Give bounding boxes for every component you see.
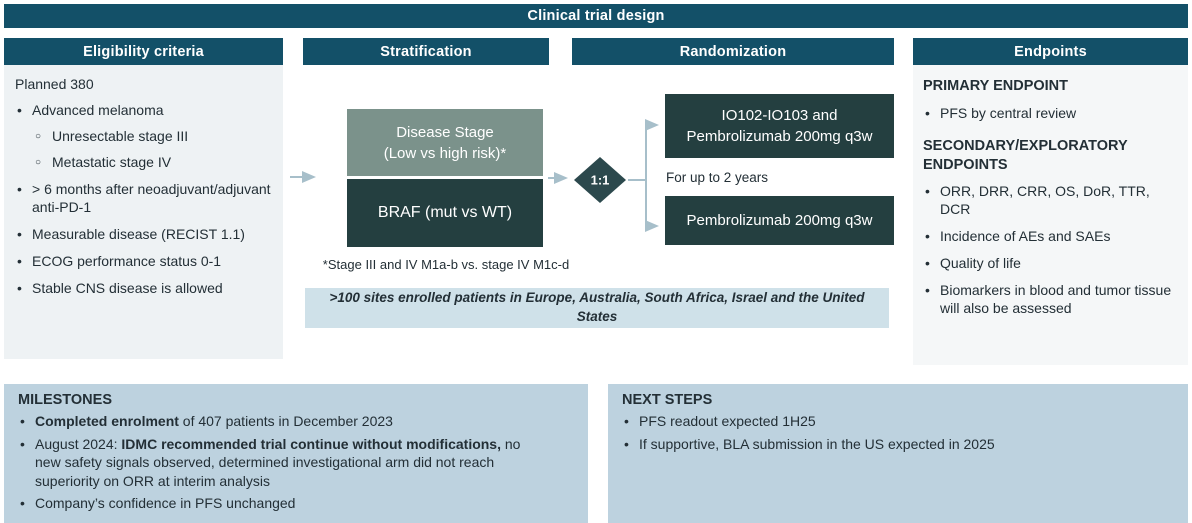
randomization-diamond-icon xyxy=(574,157,626,203)
next-step-item: PFS readout expected 1H25 xyxy=(622,412,1174,431)
eligibility-item-text: Unresectable stage III xyxy=(52,128,189,145)
disease-stage-line2: (Low vs high risk)* xyxy=(383,144,507,162)
eligibility-item: Advanced melanoma xyxy=(15,102,273,120)
eligibility-header-label: Eligibility criteria xyxy=(83,43,204,60)
next-step-item: If supportive, BLA submission in the US … xyxy=(622,435,1174,454)
primary-endpoint-title: PRIMARY ENDPOINT xyxy=(923,78,1069,94)
eligibility-subitem: Unresectable stage III xyxy=(34,128,273,146)
slide-title-bar: Clinical trial design xyxy=(4,4,1188,28)
endpoints-header: Endpoints xyxy=(913,38,1188,65)
endpoint-item-text: ORR, DRR, CRR, OS, DoR, TTR, DCR xyxy=(940,183,1150,218)
endpoints-panel: PRIMARY ENDPOINT PFS by central review S… xyxy=(913,65,1188,365)
milestone-text: August 2024: xyxy=(35,435,122,452)
arm2-line1: Pembrolizumab 200mg q3w xyxy=(686,212,873,229)
endpoint-item-text: PFS by central review xyxy=(940,104,1077,121)
milestone-text: Company’s confidence in PFS unchanged xyxy=(35,495,296,512)
arm1-line1: IO102-IO103 and xyxy=(721,107,838,124)
next-step-text: PFS readout expected 1H25 xyxy=(639,413,816,429)
milestone-item: Company’s confidence in PFS unchanged xyxy=(18,494,530,513)
endpoint-item: Biomarkers in blood and tumor tissue wil… xyxy=(923,282,1180,318)
braf-label: BRAF (mut vs WT) xyxy=(377,203,513,221)
arm1-line2: Pembrolizumab 200mg q3w xyxy=(686,128,873,145)
enrollment-sites-note: >100 sites enrolled patients in Europe, … xyxy=(305,288,889,328)
endpoint-item-text: Incidence of AEs and SAEs xyxy=(940,228,1111,245)
endpoints-header-label: Endpoints xyxy=(1014,43,1087,60)
stratification-footnote: *Stage III and IV M1a-b vs. stage IV M1c… xyxy=(322,257,570,272)
milestone-text: no new safety signals observed, determin… xyxy=(35,435,521,489)
stratification-box-disease-stage: Disease Stage (Low vs high risk)* xyxy=(347,109,543,176)
stratification-box-braf: BRAF (mut vs WT) xyxy=(347,179,543,247)
next-steps-title: NEXT STEPS xyxy=(622,392,713,408)
endpoint-item: Incidence of AEs and SAEs xyxy=(923,228,1180,246)
treatment-arm-investigational: IO102-IO103 and Pembrolizumab 200mg q3w xyxy=(665,94,894,158)
endpoint-item-text: Quality of life xyxy=(940,255,1021,272)
next-steps-panel: NEXT STEPS PFS readout expected 1H25 If … xyxy=(608,384,1188,523)
endpoint-item-text: Biomarkers in blood and tumor tissue wil… xyxy=(940,282,1172,316)
secondary-endpoints-title: SECONDARY/EXPLORATORY ENDPOINTS xyxy=(923,137,1128,173)
milestone-text: of 407 patients in December 2023 xyxy=(178,413,393,429)
eligibility-item: > 6 months after neoadjuvant/adjuvant an… xyxy=(15,181,273,217)
planned-enrollment-count: Planned 380 xyxy=(15,76,94,92)
randomization-header: Randomization xyxy=(572,38,894,65)
secondary-endpoint-list: ORR, DRR, CRR, OS, DoR, TTR, DCR Inciden… xyxy=(923,183,1180,317)
eligibility-item-text: Stable CNS disease is allowed xyxy=(32,279,223,296)
eligibility-list: Advanced melanoma Unresectable stage III… xyxy=(15,102,273,297)
endpoint-item: PFS by central review xyxy=(923,105,1180,123)
eligibility-item: Measurable disease (RECIST 1.1) xyxy=(15,226,273,244)
eligibility-header: Eligibility criteria xyxy=(4,38,283,65)
endpoint-item: Quality of life xyxy=(923,255,1180,273)
milestone-item: Completed enrolment of 407 patients in D… xyxy=(18,412,530,431)
eligibility-panel: Planned 380 Advanced melanoma Unresectab… xyxy=(4,65,283,359)
eligibility-item-text: > 6 months after neoadjuvant/adjuvant an… xyxy=(32,180,271,215)
milestone-item: August 2024: IDMC recommended trial cont… xyxy=(18,435,530,491)
randomization-header-label: Randomization xyxy=(679,43,787,60)
randomization-split-line xyxy=(628,125,647,226)
eligibility-subitem: Metastatic stage IV xyxy=(34,154,273,172)
endpoint-item: ORR, DRR, CRR, OS, DoR, TTR, DCR xyxy=(923,183,1180,219)
stratification-header: Stratification xyxy=(303,38,549,65)
next-steps-list: PFS readout expected 1H25 If supportive,… xyxy=(622,412,1174,453)
treatment-duration-note: For up to 2 years xyxy=(666,170,769,185)
eligibility-item-text: Measurable disease (RECIST 1.1) xyxy=(32,225,245,242)
eligibility-item-text: Advanced melanoma xyxy=(32,102,164,119)
disease-stage-line1: Disease Stage xyxy=(396,123,494,141)
eligibility-item: Stable CNS disease is allowed xyxy=(15,280,273,298)
milestone-bold-text: IDMC recommended trial continue without … xyxy=(121,435,501,452)
next-step-text: If supportive, BLA submission in the US … xyxy=(639,435,995,452)
eligibility-item: ECOG performance status 0-1 xyxy=(15,253,273,271)
randomization-ratio: 1:1 xyxy=(591,173,610,188)
milestones-list: Completed enrolment of 407 patients in D… xyxy=(18,412,530,513)
eligibility-item-text: ECOG performance status 0-1 xyxy=(32,252,222,269)
milestone-bold-text: Completed enrolment xyxy=(35,413,179,429)
slide-title: Clinical trial design xyxy=(527,8,665,24)
milestones-title: MILESTONES xyxy=(18,392,112,408)
eligibility-item-text: Metastatic stage IV xyxy=(52,154,172,170)
milestones-panel: MILESTONES Completed enrolment of 407 pa… xyxy=(4,384,588,523)
primary-endpoint-list: PFS by central review xyxy=(923,105,1180,123)
treatment-arm-control: Pembrolizumab 200mg q3w xyxy=(665,196,894,245)
stratification-header-label: Stratification xyxy=(380,43,472,60)
